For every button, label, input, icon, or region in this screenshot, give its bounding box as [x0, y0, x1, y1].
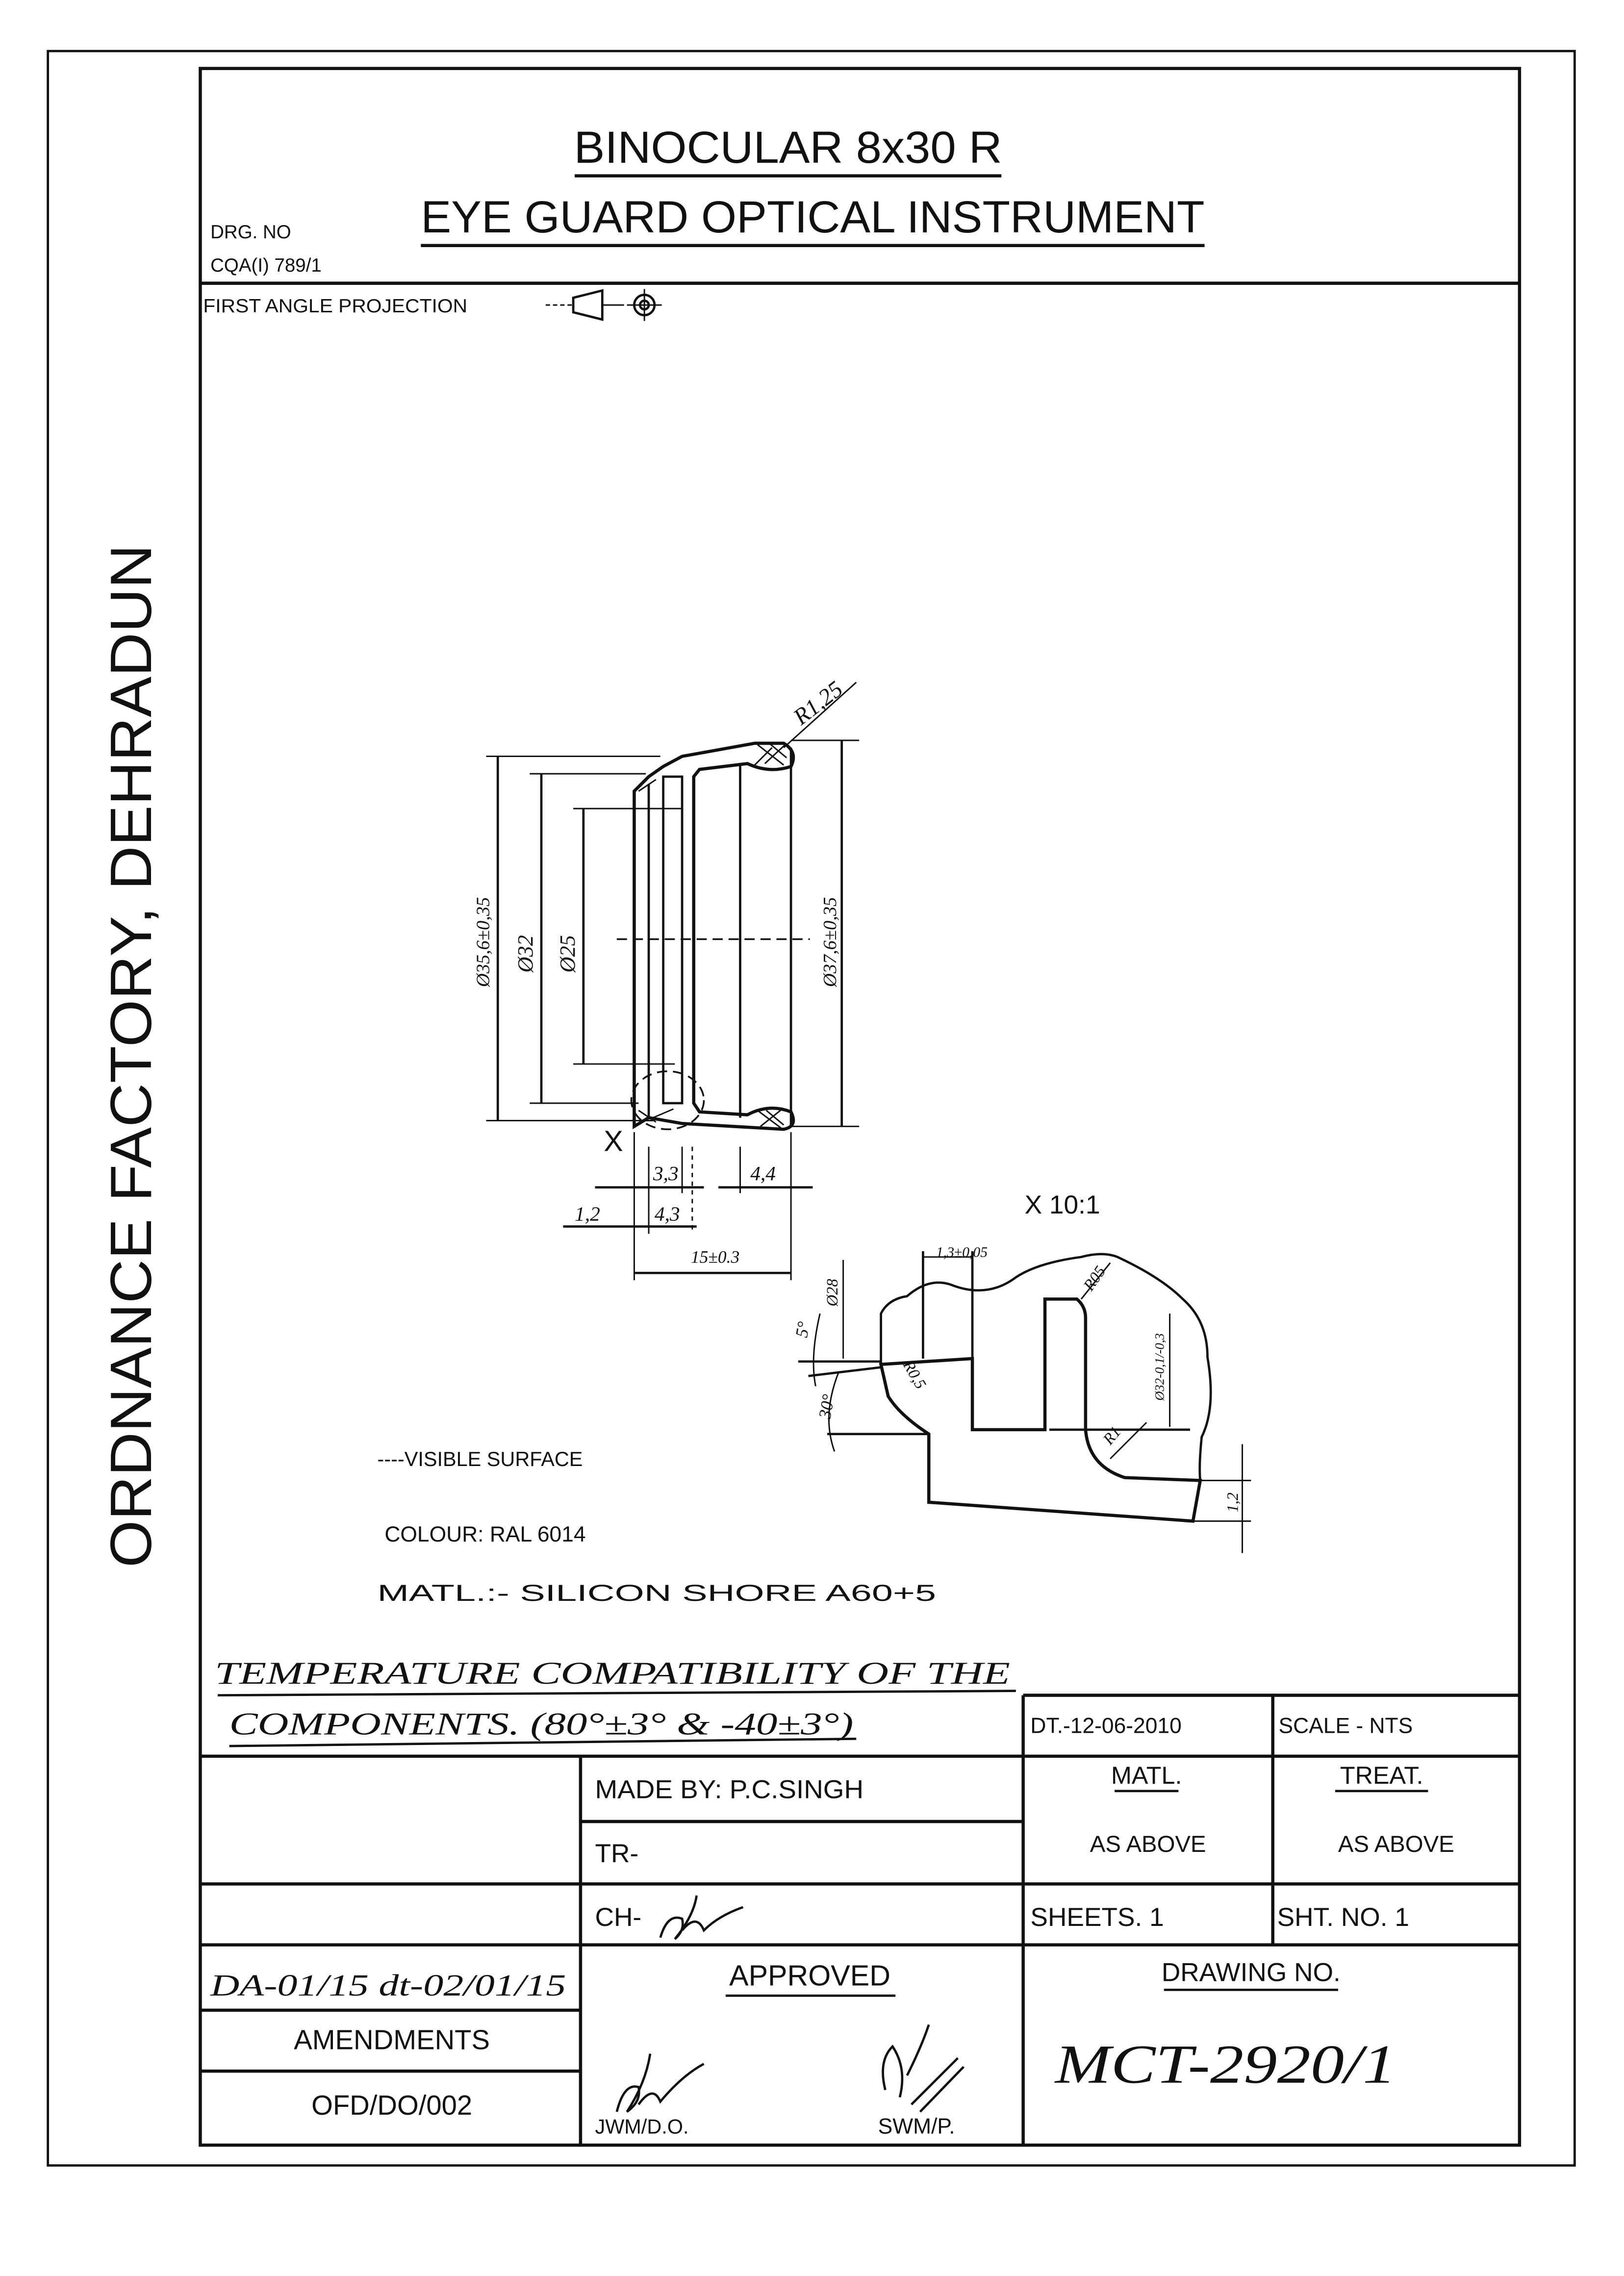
title-block: DT.-12-06-2010 SCALE - NTS MADE BY: P.C.…	[200, 1694, 1520, 2146]
drg-no-label: DRG. NO	[210, 222, 291, 243]
dim-angle-5: 5°	[791, 1320, 813, 1339]
note-temperature-2: COMPONENTS. (80°±3° & -40±3°)	[229, 1706, 854, 1742]
amendment-ref: DA-01/15 dt-02/01/15	[210, 1969, 566, 2002]
note-colour: COLOUR: RAL 6014	[384, 1522, 585, 1546]
matl-value: AS ABOVE	[1090, 1831, 1206, 1857]
date-cell: DT.-12-06-2010	[1030, 1714, 1181, 1738]
sht-no-cell: SHT. NO. 1	[1277, 1903, 1409, 1932]
treat-label: TREAT.	[1340, 1761, 1423, 1789]
factory-name: ORDNANCE FACTORY, DEHRADUN	[99, 544, 164, 1568]
sheets-cell: SHEETS. 1	[1030, 1903, 1164, 1932]
dim-angle-30: 30°	[814, 1393, 838, 1421]
dim-dia-32-tol: Ø32-0,1/-0,3	[1152, 1333, 1167, 1401]
dim-3-3: 3,3	[653, 1162, 679, 1185]
dim-dia-28: Ø28	[824, 1279, 841, 1307]
approver-2-signature	[882, 2024, 964, 2113]
scale-cell: SCALE - NTS	[1279, 1714, 1413, 1738]
tr-cell: TR-	[595, 1839, 639, 1868]
dim-thickness: 1,2	[1224, 1492, 1242, 1513]
outer-border	[47, 50, 1576, 2167]
title-line-2: EYE GUARD OPTICAL INSTRUMENT	[421, 192, 1204, 242]
approver-1-signature	[615, 2053, 705, 2113]
ch-cell: CH-	[595, 1903, 642, 1932]
approved-label: APPROVED	[729, 1959, 890, 1992]
projection-label: FIRST ANGLE PROJECTION	[203, 296, 467, 317]
drg-no-value: CQA(I) 789/1	[210, 255, 322, 276]
dim-length: 15±0.3	[691, 1247, 739, 1267]
note-temperature-1: TEMPERATURE COMPATIBILITY OF THE	[215, 1656, 1010, 1691]
dim-radius-1: R1	[1099, 1423, 1124, 1449]
dim-dia-25: Ø25	[555, 935, 580, 973]
drawing-number: MCT-2920/1	[1054, 2034, 1396, 2095]
matl-label: MATL.	[1111, 1761, 1182, 1789]
note-visible-surface: ----VISIBLE SURFACE	[378, 1447, 583, 1470]
note-material: MATL.:- SILICON SHORE A60+5	[378, 1580, 937, 1606]
dim-dia-32: Ø32	[513, 935, 537, 973]
dim-width: 1,3±0,05	[936, 1245, 988, 1261]
amendments-label: AMENDMENTS	[294, 2024, 490, 2055]
treat-value: AS ABOVE	[1338, 1831, 1454, 1857]
amendment-code: OFD/DO/002	[311, 2090, 472, 2121]
dim-dia-outer-right: Ø37,6±0,35	[820, 897, 840, 988]
approver-1-label: JWM/D.O.	[595, 2115, 689, 2138]
approver-2-label: SWM/P.	[878, 2114, 955, 2138]
detail-marker: X	[604, 1125, 623, 1158]
checker-signature	[659, 1895, 744, 1940]
made-by-cell: MADE BY: P.C.SINGH	[595, 1775, 864, 1804]
dim-dia-outer-left: Ø35,6±0,35	[473, 897, 493, 988]
dim-radius-top: R05	[1080, 1263, 1109, 1294]
first-angle-projection-icon	[545, 289, 662, 321]
dim-radius: R1,25	[788, 676, 848, 730]
main-view: X R1,25 Ø35,6±0,35 Ø32 Ø25 Ø37,6±0,35 3,…	[473, 676, 860, 1281]
inner-frame	[199, 67, 1522, 2147]
drawing-no-label: DRAWING NO.	[1162, 1958, 1341, 1987]
drawing-title: BINOCULAR 8x30 R EYE GUARD OPTICAL INSTR…	[421, 123, 1205, 247]
detail-scale: X 10:1	[1025, 1190, 1100, 1219]
dim-1-2: 1,2	[575, 1203, 600, 1225]
detail-view: X 10:1 1,3±0,05 Ø28 5° 30° R0,5 R05 Ø32-…	[791, 1190, 1251, 1553]
dim-4-4: 4,4	[750, 1162, 776, 1185]
dim-4-3: 4,3	[655, 1203, 680, 1225]
title-line-1: BINOCULAR 8x30 R	[574, 123, 1002, 173]
